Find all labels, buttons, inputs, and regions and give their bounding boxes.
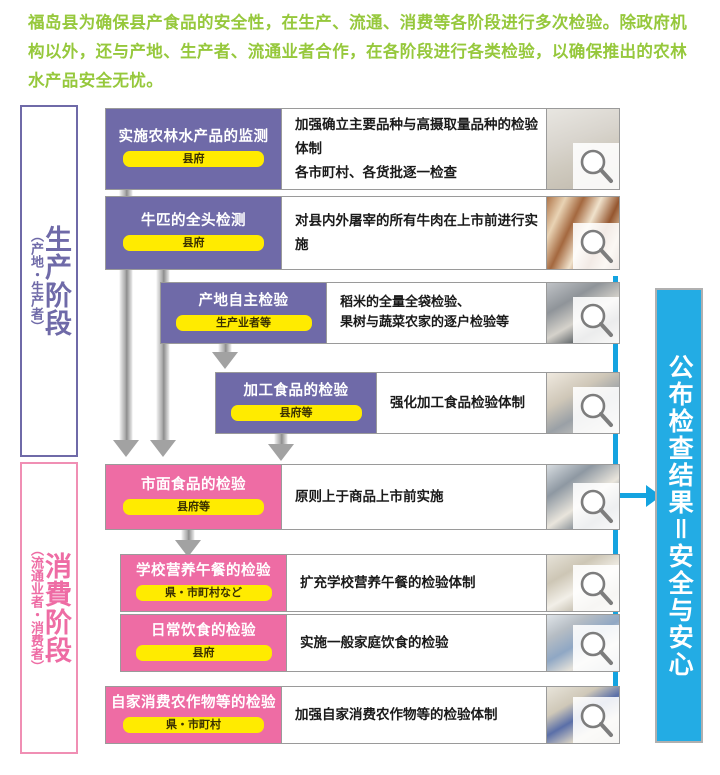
flow-arrow-producer-to-processed — [212, 342, 238, 370]
row-title-label: 牛匹的全头检测 — [141, 213, 246, 230]
row-daily-meal-inspection[interactable]: 日常饮食的检验 县府 实施一般家庭饮食的检验 — [120, 614, 620, 672]
row-photo-processed-food-lab — [546, 373, 619, 433]
row-title-label: 实施农林水产品的监测 — [118, 129, 269, 146]
row-processed-food-inspection[interactable]: 加工食品的检验 县府等 强化加工食品检验体制 — [215, 372, 620, 434]
row-title-block: 加工食品的检验 县府等 — [216, 373, 376, 433]
row-description: 强化加工食品检验体制 — [376, 373, 546, 433]
row-title-label: 产地自主检验 — [198, 293, 289, 310]
row-home-grown-crop-inspection[interactable]: 自家消费农作物等的检验 県・市町村 加强自家消费农作物等的检验体制 — [105, 686, 620, 744]
row-description: 实施一般家庭饮食的检验 — [286, 615, 546, 671]
row-photo-lab-inspection — [546, 109, 619, 189]
row-producer-self-inspection[interactable]: 产地自主检验 生产业者等 稻米的全量全袋检验、 果树与蔬菜农家的逐户检验等 — [160, 282, 620, 344]
row-title-block: 日常饮食的检验 县府 — [121, 615, 286, 671]
row-description-line: 加强确立主要品种与高摄取量品种的检验体制 — [295, 117, 538, 157]
row-description-line: 原则上于商品上市前实施 — [295, 489, 444, 505]
row-badge: 生产业者等 — [175, 314, 312, 331]
row-description: 稻米的全量全袋检验、 果树与蔬菜农家的逐户检验等 — [326, 283, 546, 343]
row-description: 加强确立主要品种与高摄取量品种的检验体制 各市町村、各货批逐一检查 — [281, 109, 546, 189]
magnifier-icon — [573, 223, 619, 269]
intro-paragraph: 福岛县为确保县产食品的安全性，在生产、流通、消费等各阶段进行多次检验。除政府机构… — [28, 13, 688, 90]
row-monitoring-agri-forest-fishery[interactable]: 实施农林水产品的监测 县府 加强确立主要品种与高摄取量品种的检验体制 各市町村、… — [105, 108, 620, 190]
stage-production-subtitle: （产地・生产者） — [28, 229, 43, 333]
row-description-line: 对县内外屠宰的所有牛肉在上市前进行实施 — [295, 213, 538, 253]
row-cattle-full-head-test[interactable]: 牛匹的全头检测 县府 对县内外屠宰的所有牛肉在上市前进行实施 — [105, 196, 620, 270]
row-description-line: 扩充学校营养午餐的检验体制 — [300, 575, 476, 591]
row-title-block: 学校营养午餐的检验 県・市町村など — [121, 555, 286, 611]
row-title-block: 实施农林水产品的监测 县府 — [106, 109, 281, 189]
row-photo-home-crop-measuring — [546, 687, 619, 743]
magnifier-icon — [573, 297, 619, 343]
row-description-line: 果树与蔬菜农家的逐户检验等 — [340, 315, 510, 330]
row-badge: 县府 — [123, 150, 264, 167]
row-title-label: 学校营养午餐的检验 — [136, 563, 271, 580]
row-description: 扩充学校营养午餐的检验体制 — [286, 555, 546, 611]
row-badge: 県・市町村など — [135, 584, 272, 601]
row-description: 加强自家消费农作物等的检验体制 — [281, 687, 546, 743]
row-market-food-inspection[interactable]: 市面食品的检验 县府等 原则上于商品上市前实施 — [105, 464, 620, 530]
row-title-block: 自家消费农作物等的检验 県・市町村 — [106, 687, 281, 743]
row-photo-school-lunch-sample — [546, 555, 619, 611]
row-title-block: 市面食品的检验 县府等 — [106, 465, 281, 529]
row-photo-rice-bag-scanner — [546, 283, 619, 343]
stage-production-title: 生产阶段 — [40, 225, 71, 337]
stage-rail-consumption: （流通业者・消费者） 消費阶段 — [20, 462, 78, 754]
row-badge: 県・市町村 — [123, 716, 264, 733]
magnifier-icon — [573, 483, 619, 529]
row-title-label: 加工食品的检验 — [243, 383, 349, 400]
magnifier-icon — [573, 143, 619, 189]
row-badge: 县府等 — [123, 498, 264, 515]
row-badge: 县府等 — [230, 404, 362, 421]
row-photo-analyst-at-console — [546, 465, 619, 529]
row-title-block: 牛匹的全头检测 县府 — [106, 197, 281, 269]
row-description-line: 各市町村、各货批逐一检查 — [295, 165, 457, 181]
row-description-line: 实施一般家庭饮食的检验 — [300, 635, 449, 651]
row-photo-home-meal-sampling — [546, 615, 619, 671]
flow-arrow-processed-to-market — [268, 434, 294, 462]
row-badge: 县府 — [135, 644, 272, 661]
stage-consumption-subtitle: （流通业者・消费者） — [28, 543, 43, 673]
row-description-line: 加强自家消费农作物等的检验体制 — [295, 707, 498, 723]
row-photo-beef-carcass — [546, 197, 619, 269]
stage-consumption-title: 消費阶段 — [40, 552, 71, 664]
magnifier-icon — [573, 387, 619, 433]
magnifier-icon — [573, 565, 619, 611]
row-title-label: 自家消费农作物等的检验 — [111, 695, 276, 712]
result-panel-text: 公布检查结果＝安全与安心 — [665, 353, 695, 678]
magnifier-icon — [573, 625, 619, 671]
row-description: 对县内外屠宰的所有牛肉在上市前进行实施 — [281, 197, 546, 269]
row-description-line: 稻米的全量全袋检验、 — [340, 295, 471, 310]
row-title-label: 日常饮食的检验 — [151, 623, 256, 640]
flow-arrow-market-to-school — [175, 530, 201, 558]
row-title-block: 产地自主检验 生产业者等 — [161, 283, 326, 343]
row-school-lunch-inspection[interactable]: 学校营养午餐的检验 県・市町村など 扩充学校营养午餐的检验体制 — [120, 554, 620, 612]
row-description-line: 强化加工食品检验体制 — [390, 395, 525, 411]
stage-rail-production: （产地・生产者） 生产阶段 — [20, 105, 78, 457]
row-badge: 县府 — [123, 234, 264, 251]
magnifier-icon — [573, 697, 619, 743]
result-panel: 公布检查结果＝安全与安心 — [655, 288, 703, 743]
row-title-label: 市面食品的检验 — [141, 477, 246, 494]
row-description: 原则上于商品上市前实施 — [281, 465, 546, 529]
